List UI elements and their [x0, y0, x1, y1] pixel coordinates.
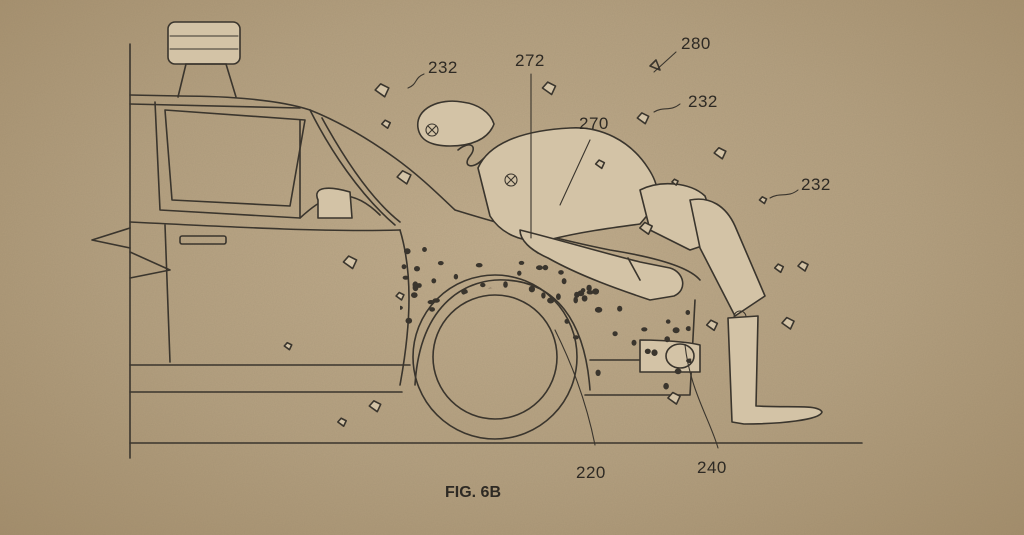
debris-fragment	[781, 316, 795, 330]
debris-fragment	[797, 260, 809, 272]
adhesive-dot	[595, 369, 601, 376]
adhesive-dot	[404, 248, 411, 255]
adhesive-dot	[631, 339, 637, 346]
adhesive-dot	[592, 288, 600, 295]
label-270: 270	[579, 114, 609, 133]
figure-caption: FIG. 6B	[445, 484, 502, 501]
wheel-outer	[412, 274, 578, 440]
adhesive-dot	[414, 266, 420, 272]
adhesive-dot	[411, 292, 418, 298]
adhesive-dot	[422, 247, 427, 252]
adhesive-dot	[503, 281, 508, 288]
adhesive-dot	[664, 336, 670, 343]
adhesive-dot	[586, 290, 594, 295]
adhesive-dot	[651, 349, 658, 357]
adhesive-dot	[437, 261, 444, 266]
adhesive-dot	[556, 293, 561, 301]
adhesive-dot	[432, 298, 440, 303]
adhesive-dot	[586, 284, 592, 292]
adhesive-dot	[542, 264, 549, 271]
debris-fragment	[667, 391, 681, 405]
adhesive-dot	[674, 368, 682, 375]
adhesive-dot	[431, 278, 437, 284]
debris-fragment	[594, 159, 606, 170]
adhesive-dot	[541, 292, 546, 299]
adhesive-dot	[429, 307, 435, 312]
debris-fragment	[758, 196, 768, 205]
adhesive-dot	[672, 327, 680, 334]
adhesive-dot	[536, 265, 543, 271]
debris-fragment	[395, 291, 405, 301]
label-280: 280	[681, 34, 711, 53]
adhesive-dot	[665, 319, 671, 324]
label-220: 220	[576, 463, 606, 482]
adhesive-dot	[561, 278, 567, 285]
adhesive-dot	[427, 300, 435, 305]
debris-fragment	[396, 170, 412, 185]
adhesive-dot	[528, 285, 536, 293]
adhesive-dot	[453, 273, 459, 280]
adhesive-dot	[572, 335, 579, 340]
debris-fragment	[773, 263, 785, 274]
label-232-upper: 232	[428, 58, 458, 77]
adhesive-dot	[401, 264, 407, 270]
adhesive-dot	[641, 327, 648, 332]
adhesive-dot	[405, 317, 413, 324]
label-240: 240	[697, 458, 727, 477]
debris-fragment	[283, 341, 293, 351]
wheel-inner	[432, 294, 558, 420]
debris-fragment	[374, 83, 390, 98]
debris-fragment	[342, 255, 358, 270]
adhesive-dot	[612, 331, 618, 337]
adhesive-dot	[581, 295, 588, 302]
pedestrian	[417, 100, 823, 425]
adhesive-dot	[564, 318, 570, 324]
roof-sensor	[167, 21, 241, 98]
adhesive-dot	[547, 297, 555, 304]
adhesive-dot	[461, 288, 468, 295]
debris-fragment	[337, 417, 347, 427]
adhesive-dot	[594, 306, 603, 313]
adhesive-dot	[685, 310, 691, 315]
label-232-right: 232	[688, 92, 718, 111]
debris-fragments	[283, 81, 809, 427]
adhesive-dot	[558, 270, 564, 275]
adhesive-dot	[402, 275, 409, 280]
adhesive-dot	[412, 281, 419, 289]
adhesive-dot	[475, 263, 483, 268]
adhesive-dot	[517, 270, 522, 276]
label-232-lower: 232	[801, 175, 831, 194]
leader-lines	[407, 51, 799, 449]
debris-fragment	[368, 400, 382, 413]
adhesive-dot	[518, 260, 525, 265]
adhesive-dot	[644, 348, 651, 354]
adhesive-dot	[580, 288, 586, 293]
adhesive-dot	[400, 305, 403, 310]
label-272: 272	[515, 51, 545, 70]
adhesive-dot	[685, 326, 692, 332]
debris-fragment	[705, 319, 719, 332]
debris-fragment	[713, 146, 727, 160]
debris-fragment	[636, 112, 650, 125]
adhesive-dot	[480, 282, 486, 288]
adhesive-dot	[617, 305, 623, 312]
adhesive-dot	[663, 382, 669, 390]
debris-fragment	[639, 221, 653, 235]
debris-fragment	[541, 81, 557, 96]
debris-fragment	[380, 119, 392, 130]
adhesive-dot	[573, 296, 578, 304]
debris-fragment	[671, 178, 679, 186]
